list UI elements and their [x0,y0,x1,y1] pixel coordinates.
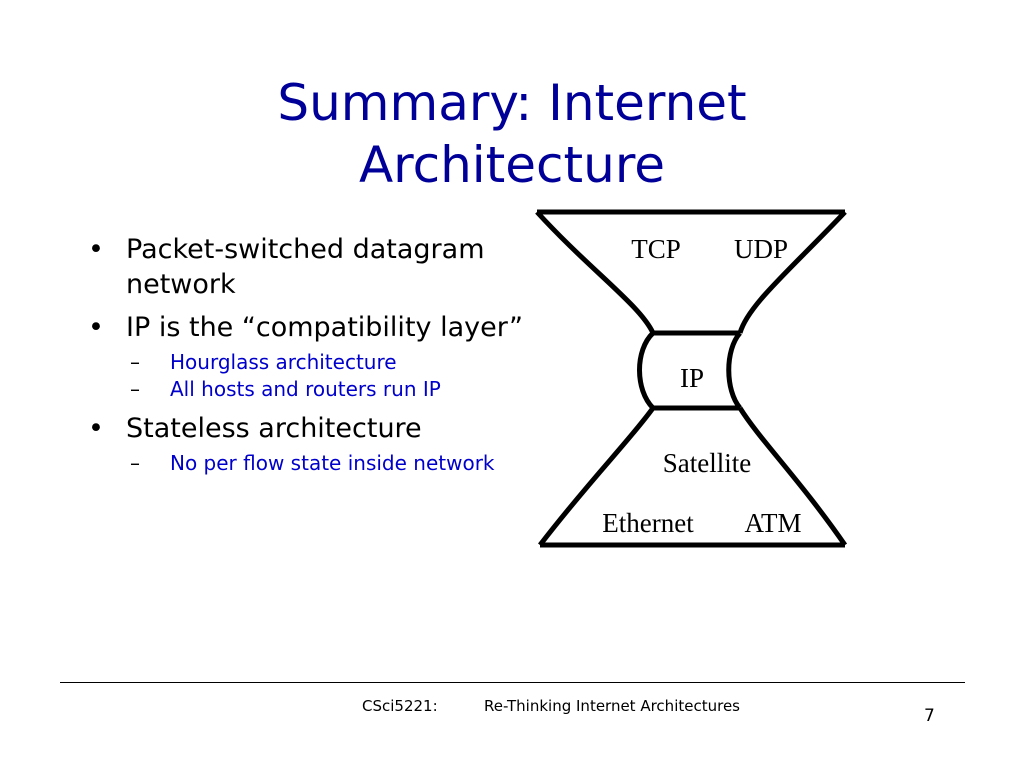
hourglass-outline-right-upper [737,210,847,334]
hourglass-outline-left-lower [538,406,656,547]
bullet-text: Stateless architecture [126,413,422,444]
sub-bullet-text: Hourglass architecture [170,350,397,374]
bullet-list: • Packet-switched datagram network • IP … [88,232,528,485]
bullet-text: IP is the “compatibility layer” [126,312,523,343]
footer-topic: Re-Thinking Internet Architectures [484,697,740,715]
hourglass-outline-left-waist [637,331,655,410]
hourglass-outline-right-lower [737,406,848,547]
sub-bullet-text: No per flow state inside network [170,451,495,475]
hourglass-outline-right-waist [726,331,743,410]
slide-title-line-2: Architecture [358,136,666,194]
footer-divider [60,682,965,683]
bullet-packet-switched: • Packet-switched datagram network [88,232,528,302]
hourglass-diagram: TCP UDP IP Satellite Ethernet ATM [535,209,848,548]
sub-bullet-no-per-flow: – No per flow state inside network [126,450,528,477]
hourglass-outline-left-upper [535,210,656,335]
hourglass-label-atm: ATM [744,508,801,538]
slide-title: Summary: Internet Architecture [0,72,1024,196]
hourglass-label-satellite: Satellite [663,448,751,478]
sub-bullet-marker: – [130,377,140,401]
bullet-marker: • [88,234,104,265]
bullet-text: Packet-switched datagram network [126,234,485,300]
hourglass-label-udp: UDP [734,234,788,264]
bullet-stateless: • Stateless architecture – No per flow s… [88,411,528,477]
sub-bullet-hourglass: – Hourglass architecture [126,349,528,376]
sub-bullet-marker: – [130,350,140,374]
slide-title-line-1: Summary: Internet [277,74,747,132]
bullet-marker: • [88,413,104,444]
bullet-marker: • [88,312,104,343]
footer-course: CSci5221: [362,697,438,715]
page-number: 7 [924,706,935,726]
sub-bullet-marker: – [130,451,140,475]
sub-bullet-text: All hosts and routers run IP [170,377,441,401]
bullet-compatibility-layer: • IP is the “compatibility layer” – Hour… [88,310,528,403]
sub-bullet-list: – Hourglass architecture – All hosts and… [126,349,528,403]
sub-bullet-all-hosts: – All hosts and routers run IP [126,376,528,403]
hourglass-label-ip: IP [680,363,704,393]
sub-bullet-list: – No per flow state inside network [126,450,528,477]
hourglass-label-tcp: TCP [631,234,681,264]
hourglass-label-ethernet: Ethernet [602,508,694,538]
